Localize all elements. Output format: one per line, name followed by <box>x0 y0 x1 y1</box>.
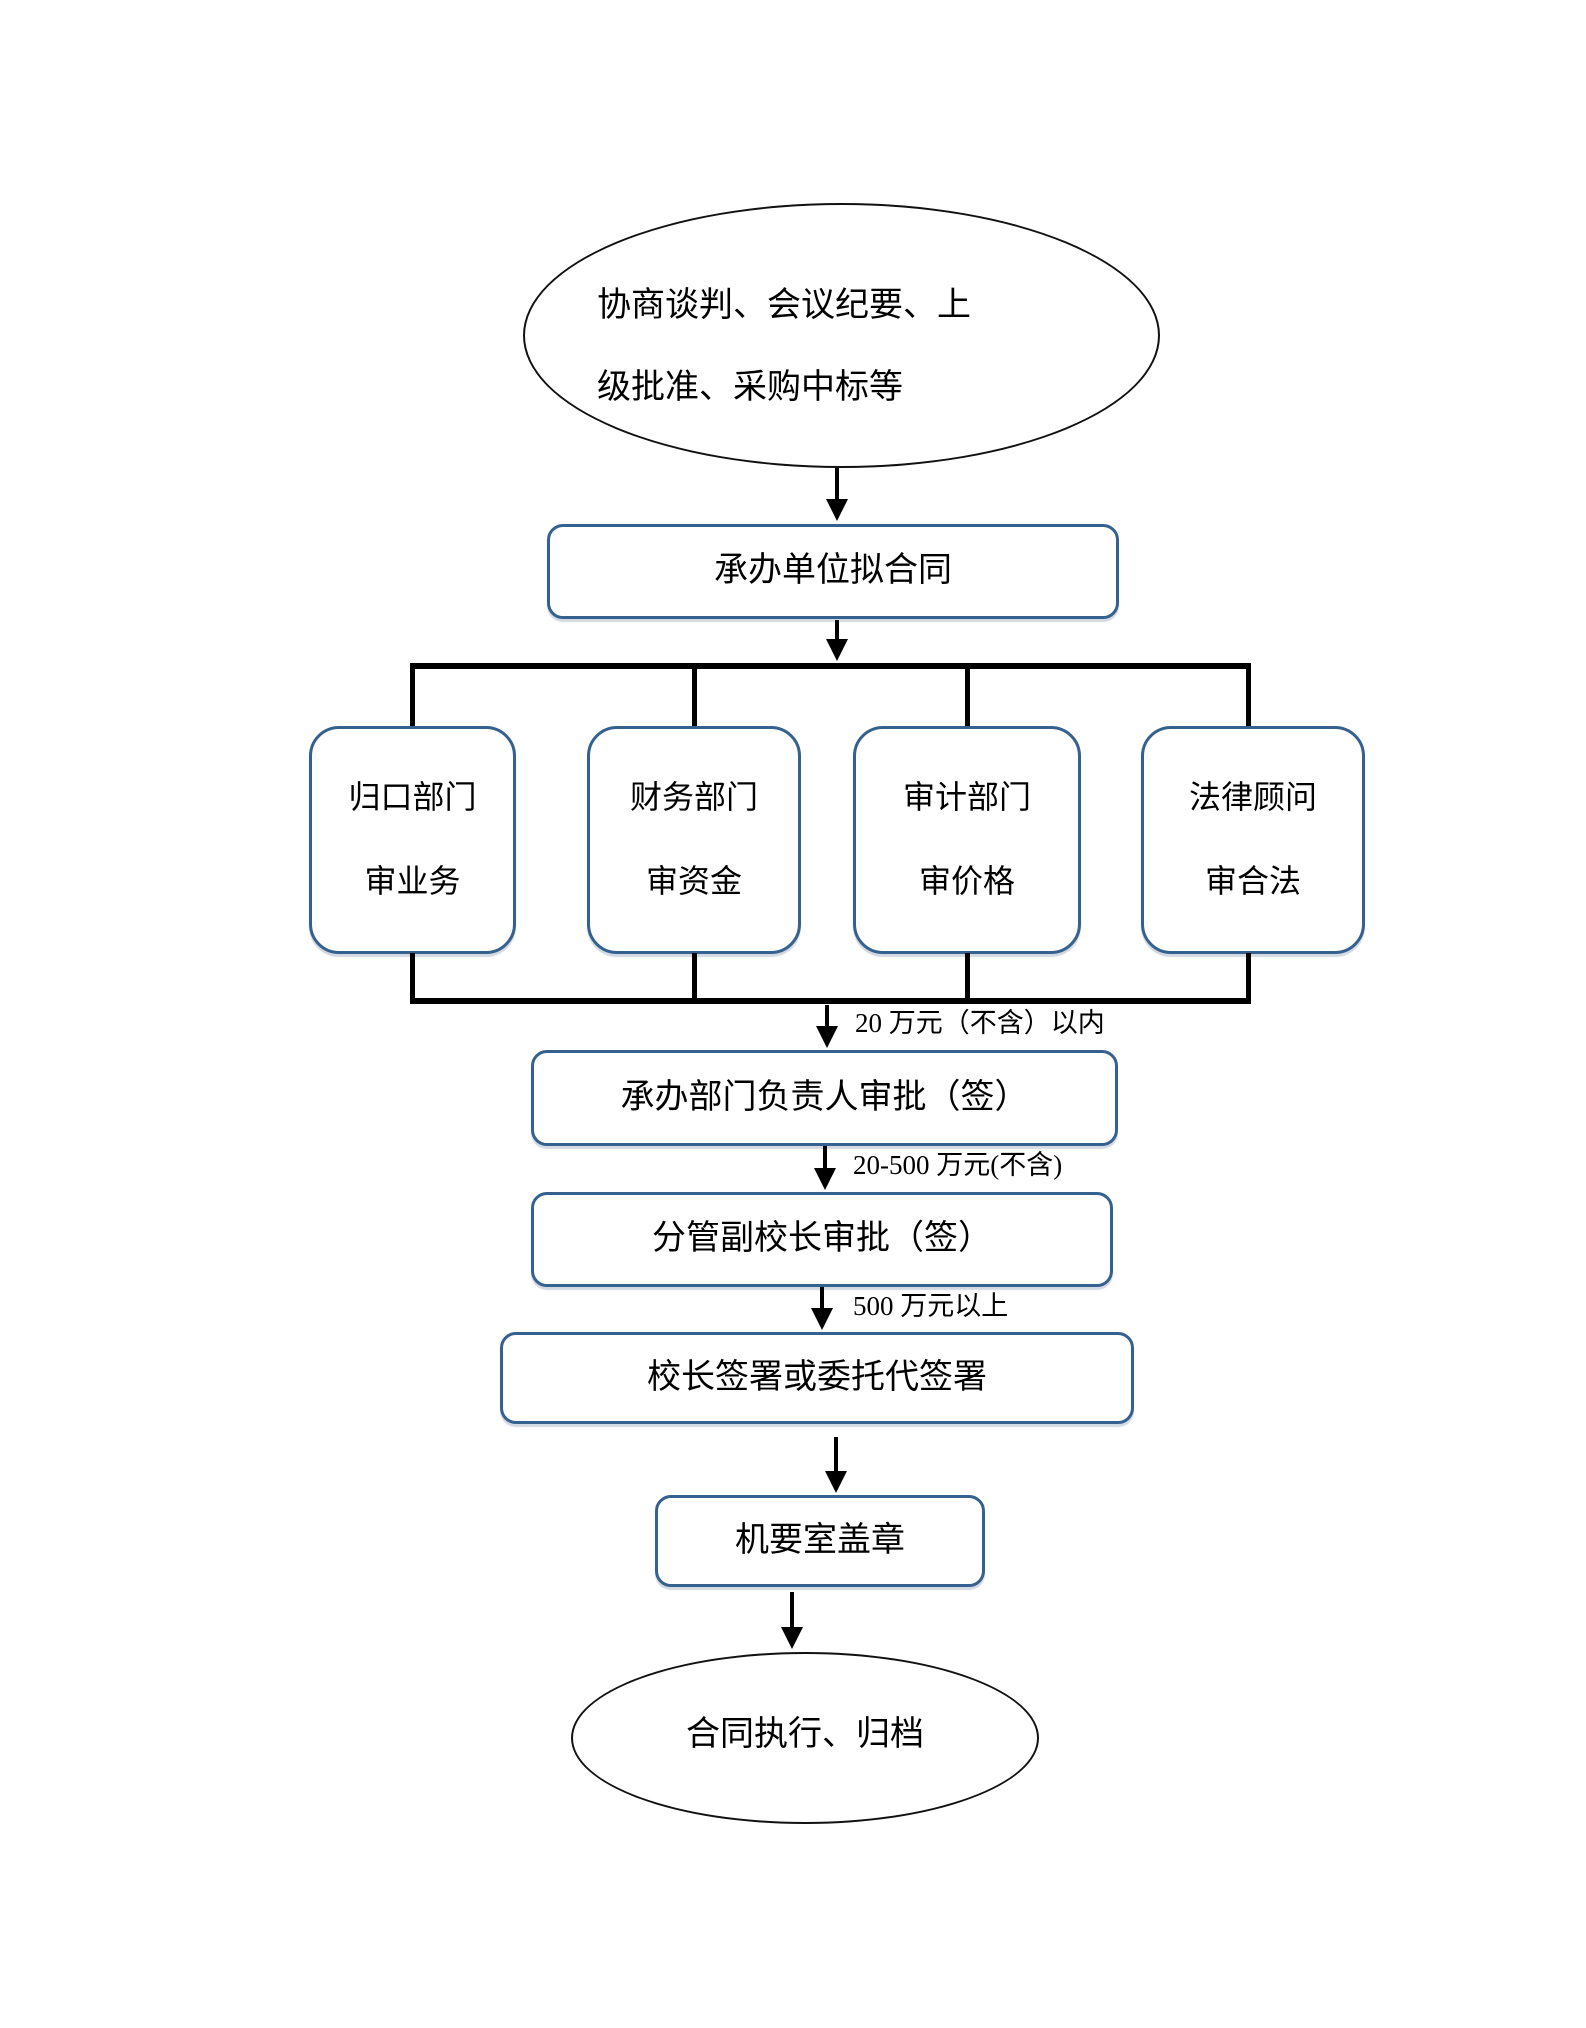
arrow-seal-to-end <box>790 1592 794 1628</box>
review-box-business: 归口部门 审业务 <box>309 726 516 954</box>
end-ellipse-text: 合同执行、归档 <box>686 1715 924 1753</box>
draft-contract-box: 承办单位拟合同 <box>547 524 1119 619</box>
merge-bar-bottom <box>410 998 1251 1004</box>
vice-president-approval-label: 分管副校长审批（签） <box>652 1220 992 1258</box>
dept-head-approval-box: 承办部门负责人审批（签） <box>531 1050 1118 1146</box>
review-box-business-line-1: 归口部门 <box>348 779 477 816</box>
dept-head-approval-label: 承办部门负责人审批（签） <box>620 1078 1029 1116</box>
review-box-legal-line-2: 审合法 <box>1204 863 1301 899</box>
arrow-draft-to-branch <box>835 620 839 640</box>
review-box-legal-line-1: 法律顾问 <box>1188 779 1317 816</box>
branch-stub-3 <box>965 666 970 726</box>
president-sign-box: 校长签署或委托代签署 <box>500 1332 1134 1424</box>
condition-20-500w: 20-500 万元(不含) <box>853 1150 1063 1180</box>
end-ellipse: 合同执行、归档 <box>571 1652 1039 1824</box>
vice-president-approval-box: 分管副校长审批（签） <box>531 1192 1113 1287</box>
review-box-finance: 财务部门 审资金 <box>587 726 801 954</box>
arrow-dept-head-to-vice-president <box>823 1146 827 1169</box>
condition-over-500w: 500 万元以上 <box>853 1291 1009 1321</box>
president-sign-label: 校长签署或委托代签署 <box>647 1358 987 1396</box>
branch-stub-1 <box>410 666 415 726</box>
arrow-merge-to-dept-head <box>825 1005 829 1027</box>
merge-stub-3 <box>965 953 970 1000</box>
start-ellipse: 协商谈判、会议纪要、上 级批准、采购中标等 <box>523 203 1160 468</box>
merge-stub-1 <box>410 953 415 1000</box>
arrow-start-to-draft <box>835 468 839 500</box>
condition-under-20w: 20 万元（不含）以内 <box>855 1008 1105 1038</box>
branch-bar-top <box>410 663 1251 669</box>
seal-box: 机要室盖章 <box>655 1495 985 1587</box>
start-text-line-1: 协商谈判、会议纪要、上 <box>597 287 971 324</box>
start-ellipse-text: 协商谈判、会议纪要、上 级批准、采购中标等 <box>597 265 971 429</box>
arrow-vice-president-to-president <box>820 1287 824 1309</box>
arrow-president-to-seal <box>834 1437 838 1472</box>
start-text-line-2: 级批准、采购中标等 <box>597 369 903 406</box>
review-box-audit-line-2: 审价格 <box>918 863 1015 899</box>
merge-stub-4 <box>1246 953 1251 1000</box>
draft-contract-label: 承办单位拟合同 <box>714 552 952 590</box>
branch-stub-4 <box>1246 666 1251 726</box>
branch-stub-2 <box>692 666 697 726</box>
review-box-audit: 审计部门 审价格 <box>853 726 1081 954</box>
review-box-audit-line-1: 审计部门 <box>902 779 1031 816</box>
review-box-finance-line-1: 财务部门 <box>629 779 758 816</box>
seal-label: 机要室盖章 <box>735 1521 905 1559</box>
review-box-finance-line-2: 审资金 <box>645 863 742 899</box>
review-box-legal: 法律顾问 审合法 <box>1141 726 1365 954</box>
merge-stub-2 <box>692 953 697 1000</box>
review-box-business-line-2: 审业务 <box>364 863 461 899</box>
